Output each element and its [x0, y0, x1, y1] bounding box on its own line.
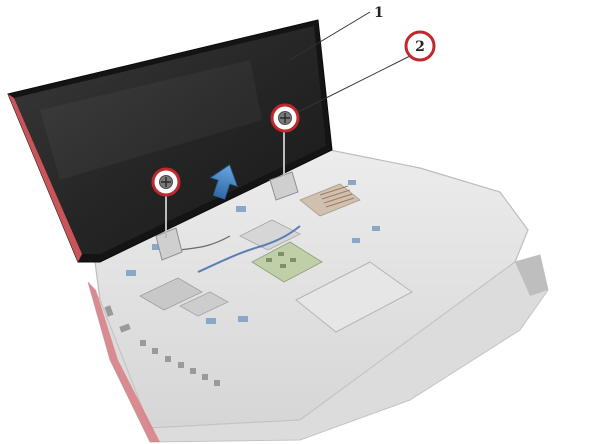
display-red-edge: [8, 94, 82, 262]
board-chip: [139, 277, 203, 311]
arrow-up-icon: [209, 164, 238, 200]
hinge-screw-right: [270, 103, 300, 133]
board-connectors: [126, 180, 380, 324]
board-chip-2: [179, 291, 229, 317]
screw-icon: [159, 175, 173, 189]
callout-1-label: 1: [374, 5, 384, 21]
callout-2-ring: [404, 30, 436, 62]
hinge-left: [155, 227, 183, 261]
memory-chips: [266, 252, 296, 268]
callout-1: 1: [289, 5, 384, 61]
fan-block: [239, 219, 301, 251]
touchpad: [295, 261, 413, 333]
hinges: [155, 132, 299, 261]
display-cable-2: [177, 235, 231, 251]
display-sheen: [40, 60, 262, 180]
display-panel: [14, 26, 326, 254]
hinge-screw-left: [151, 167, 181, 197]
base-right-trim: [515, 255, 548, 296]
callout-1-leader: [289, 11, 371, 61]
base-red-trim: [88, 282, 160, 442]
callout-2-leader: [297, 55, 411, 113]
display-cable: [197, 225, 301, 273]
display-assembly: [7, 19, 333, 263]
screw-icon: [278, 111, 292, 125]
laptop-base: [87, 149, 549, 443]
callout-2-label: 2: [415, 39, 425, 55]
callout-2: 2: [297, 30, 436, 113]
side-ports: [104, 305, 220, 386]
heatsink-fins: [319, 185, 355, 208]
memory-module: [251, 241, 323, 283]
